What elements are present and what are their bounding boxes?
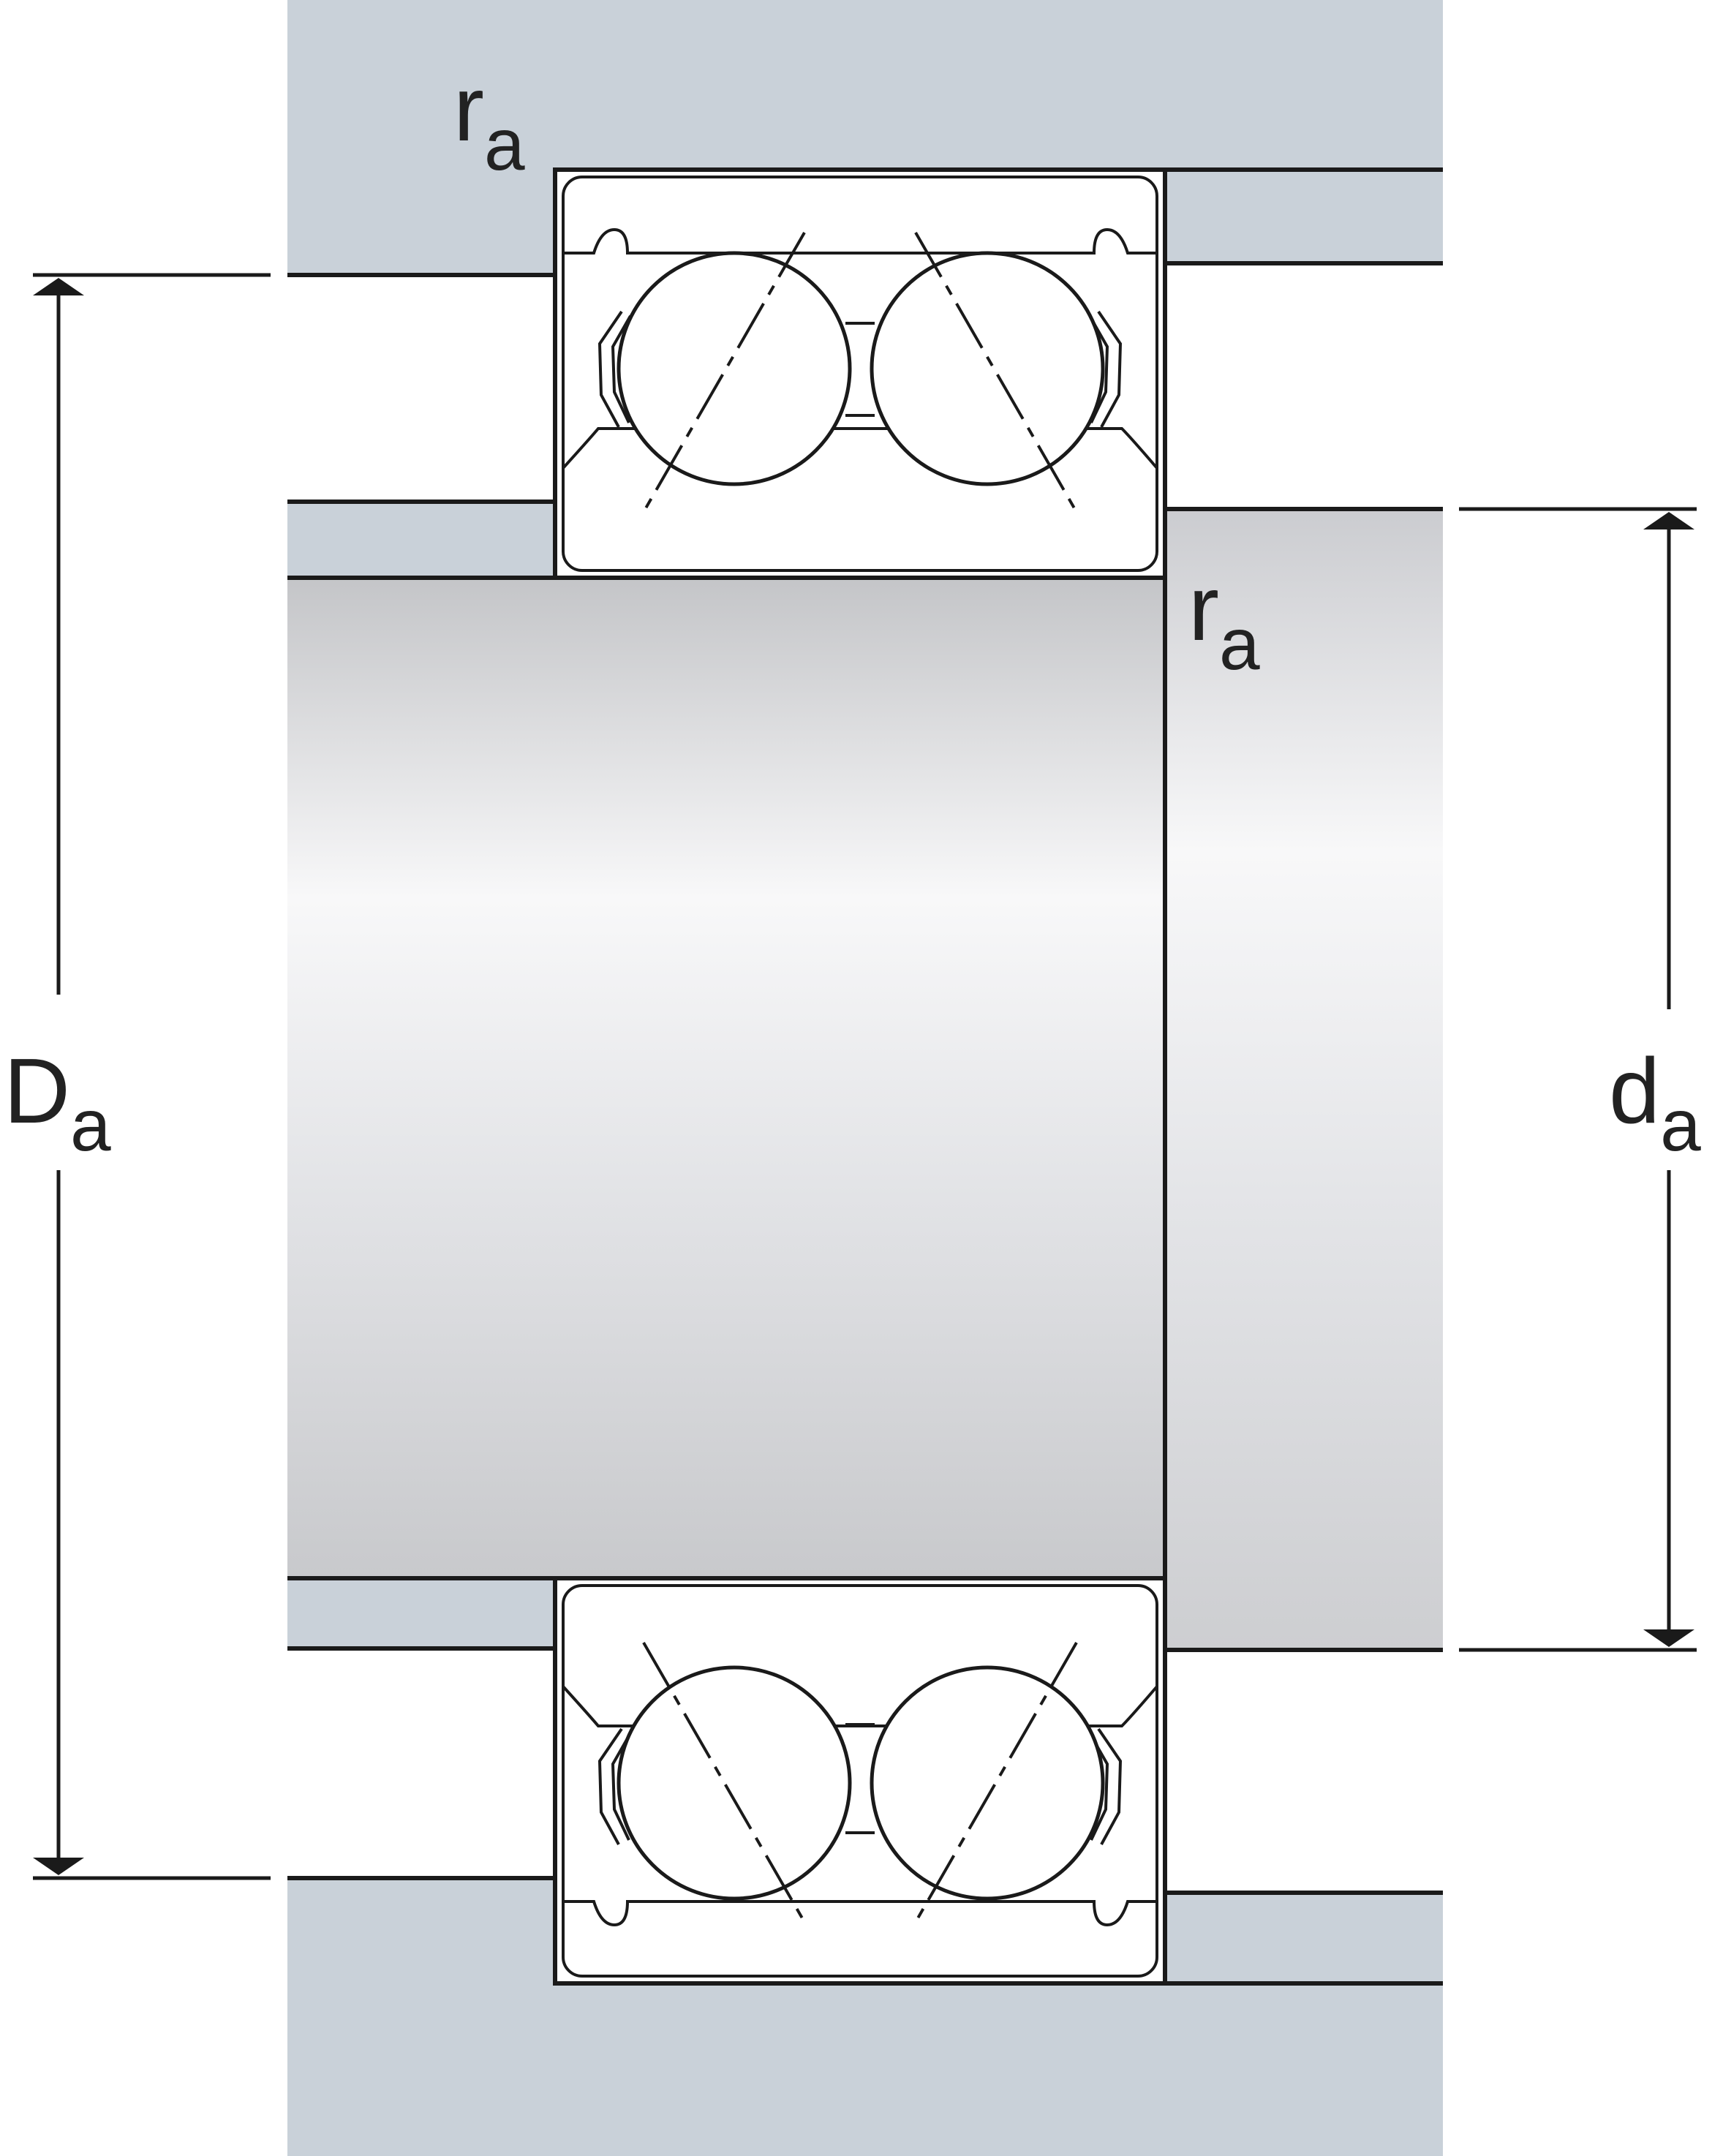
outer-ring-groove-top	[563, 227, 1157, 255]
dimension-da	[1459, 507, 1697, 1652]
seal-left-top	[597, 310, 623, 428]
shaft	[287, 578, 1165, 1578]
seal-left-bottom	[597, 1727, 623, 1845]
housing-top-left	[287, 0, 555, 275]
label-ra-top: ra	[453, 57, 525, 186]
dimension-Da	[33, 273, 271, 1880]
contact-line-top-left	[642, 232, 806, 513]
housing-bottom-right	[555, 1983, 1443, 2156]
seal-right-top	[1097, 310, 1123, 428]
contact-line-bottom-right	[914, 1642, 1078, 1923]
ball-bottom-left	[617, 1665, 852, 1901]
label-Da: Da	[4, 1039, 111, 1166]
contact-line-top-right	[914, 232, 1078, 513]
label-ra-mid: ra	[1188, 557, 1260, 685]
seal-right-bottom	[1097, 1727, 1123, 1845]
ball-bottom-right	[870, 1665, 1105, 1901]
ball-top-left	[617, 251, 852, 486]
housing-top-right-step	[1165, 170, 1443, 263]
sleeve-bottom	[287, 1578, 555, 1648]
shaft-shoulder	[1165, 509, 1443, 1650]
sleeve-top	[287, 502, 555, 578]
bearing-bottom	[553, 1576, 1167, 1986]
bearing-top	[553, 167, 1167, 580]
housing-bottom-left	[287, 1878, 555, 2156]
housing	[287, 0, 1443, 2156]
ball-top-right	[870, 251, 1105, 486]
outer-ring-groove-bottom	[563, 1900, 1157, 1927]
housing-top-right	[555, 0, 1443, 170]
inner-ring-groove-top	[562, 427, 1158, 470]
contact-line-bottom-left	[642, 1642, 806, 1923]
label-da: da	[1609, 1039, 1701, 1166]
housing-bottom-right-step	[1165, 1893, 1443, 1983]
